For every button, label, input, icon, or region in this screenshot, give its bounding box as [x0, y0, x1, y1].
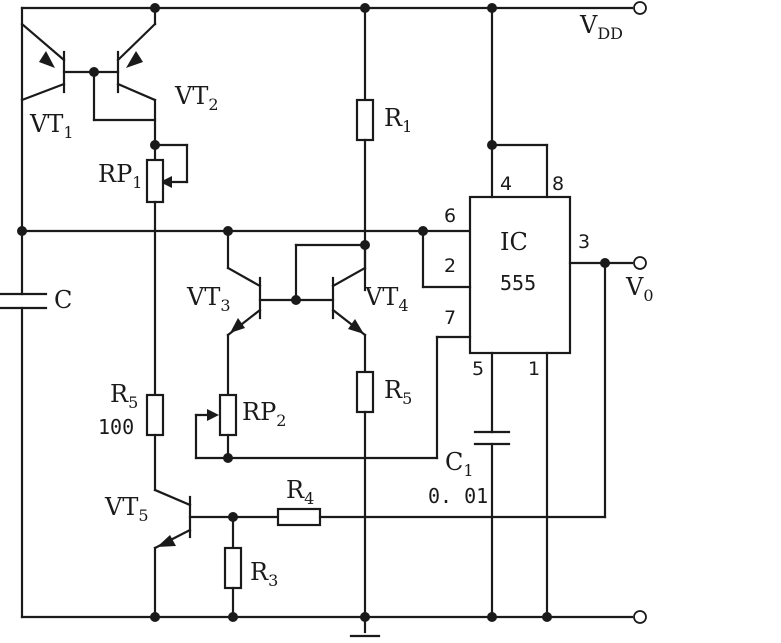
ic-name: IC [500, 228, 528, 256]
label-vt2: VT2 [174, 82, 219, 114]
potentiometer-rp2 [194, 393, 439, 460]
ic-555 [421, 6, 647, 619]
vdd-rail [20, 1, 647, 15]
mirror-wiring [62, 6, 157, 162]
capacitor-c [0, 6, 48, 619]
vdd-terminal [633, 1, 647, 15]
ic-pin-4: 4 [500, 173, 512, 195]
label-r3: R3 [250, 558, 278, 590]
ground-terminal [633, 610, 647, 624]
ic-pin-7: 7 [444, 307, 456, 329]
ground-rail [20, 610, 647, 638]
label-vt3: VT3 [186, 283, 231, 315]
label-c1: C1 [445, 448, 474, 480]
ic-pin-6: 6 [444, 205, 456, 227]
resistor-r5-right [355, 370, 375, 619]
label-vo: V0 [625, 273, 654, 305]
transistor-vt1 [20, 22, 66, 102]
label-r5-left-value: 100 [98, 415, 134, 439]
label-c1-value: 0. 01 [428, 484, 488, 508]
ic-pin-2: 2 [444, 255, 456, 277]
label-vt4: VT4 [364, 283, 409, 315]
potentiometer-rp1 [145, 143, 189, 397]
resistor-r3 [223, 515, 243, 619]
ic-type: 555 [500, 271, 536, 295]
label-r1: R1 [384, 104, 412, 136]
transistor-vt4 [331, 243, 367, 337]
ic-pin-5: 5 [472, 358, 484, 380]
resistor-r5-left [145, 393, 165, 492]
label-r5-right: R5 [384, 376, 412, 408]
transistor-vt3 [226, 229, 262, 337]
label-r5-left: R5 [110, 380, 138, 412]
label-r4: R4 [286, 476, 314, 508]
label-vt1: VT1 [29, 110, 74, 142]
ic-pin-1: 1 [528, 358, 540, 380]
label-vt5: VT5 [104, 493, 149, 525]
transistor-vt2 [116, 22, 157, 102]
resistor-r4 [276, 507, 607, 527]
transistor-vt5 [153, 488, 280, 619]
label-rp2: RP2 [242, 398, 286, 430]
label-c: C [54, 286, 72, 314]
ic-pin-8: 8 [552, 173, 564, 195]
junction-dots [17, 3, 610, 622]
vo-terminal [633, 256, 647, 270]
ic-pin-3: 3 [578, 231, 590, 253]
label-rp1: RP1 [98, 160, 142, 192]
label-vdd: VDD [579, 11, 623, 43]
